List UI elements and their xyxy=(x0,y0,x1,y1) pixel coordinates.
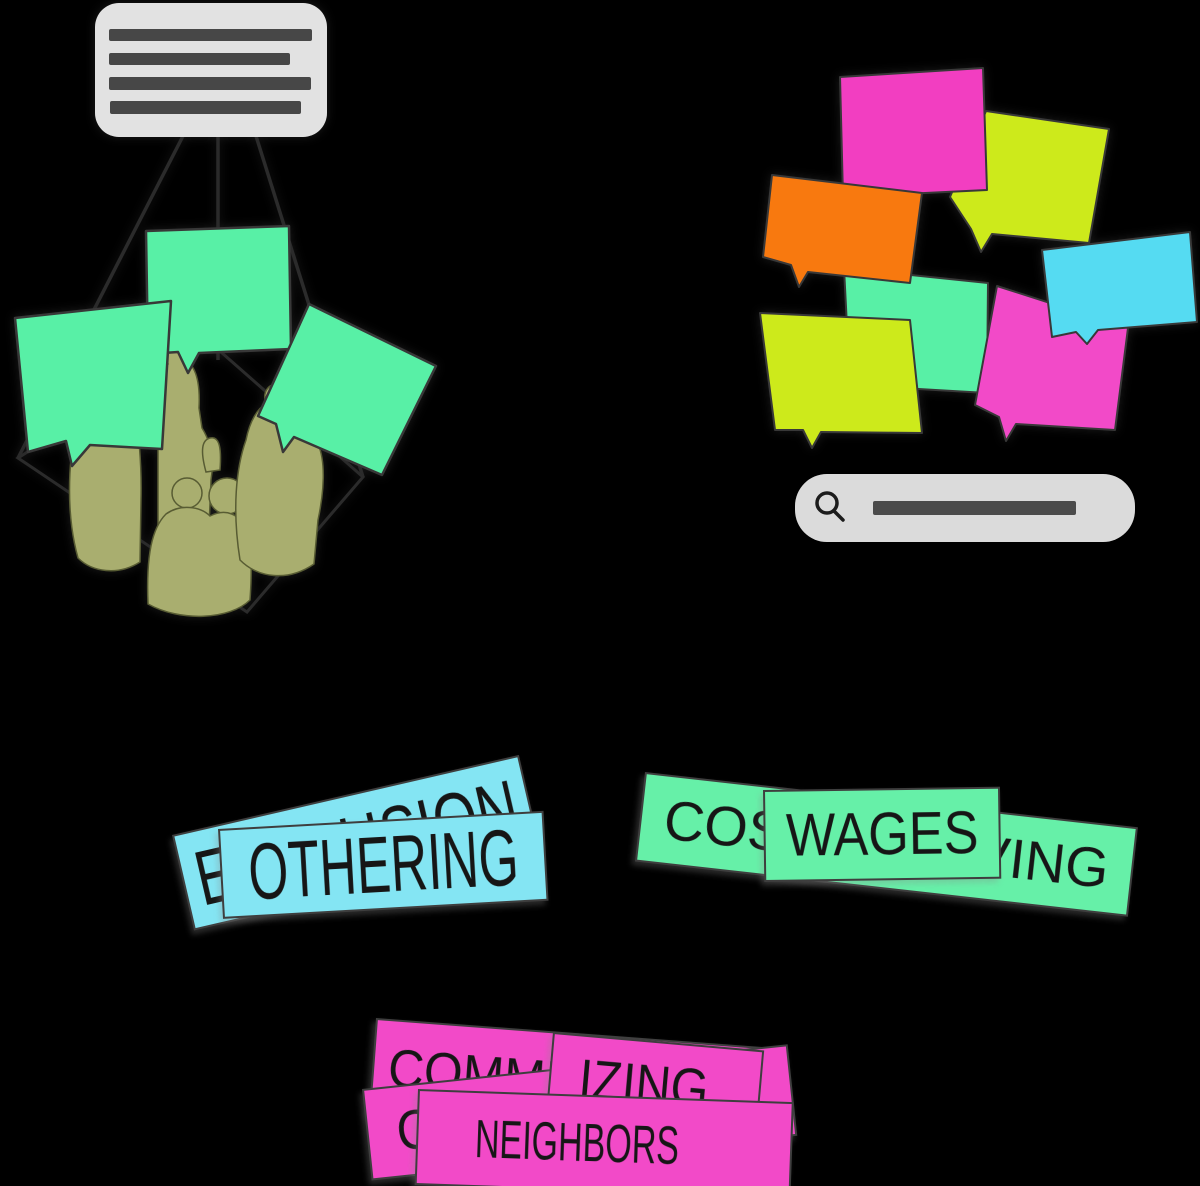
speech-bubble-icon xyxy=(13,299,173,468)
bubble-magenta-top xyxy=(839,67,988,198)
green-speech-bubbles xyxy=(13,224,438,477)
speech-bubble-icon xyxy=(256,302,438,477)
magnifier-icon xyxy=(815,491,845,522)
label-wages: WAGES xyxy=(763,786,1002,882)
bubble-orange-left xyxy=(762,174,923,288)
label-text: NEIGHBORS xyxy=(473,1109,681,1177)
search-bar[interactable] xyxy=(795,474,1135,542)
bubble-cyan-right xyxy=(1041,231,1198,345)
label-text: OTHERING xyxy=(245,812,521,917)
bubble-chartreuse-bottom-left xyxy=(759,312,923,449)
bubble-chartreuse-top-right xyxy=(949,110,1110,253)
search-query-bar xyxy=(873,501,1076,515)
speech-bubble-cluster xyxy=(759,67,1198,449)
text-poster-icon xyxy=(95,3,327,137)
label-neighbors: NEIGHBORS xyxy=(414,1089,794,1186)
label-othering: OTHERING xyxy=(218,810,549,919)
label-text: WAGES xyxy=(785,799,979,869)
